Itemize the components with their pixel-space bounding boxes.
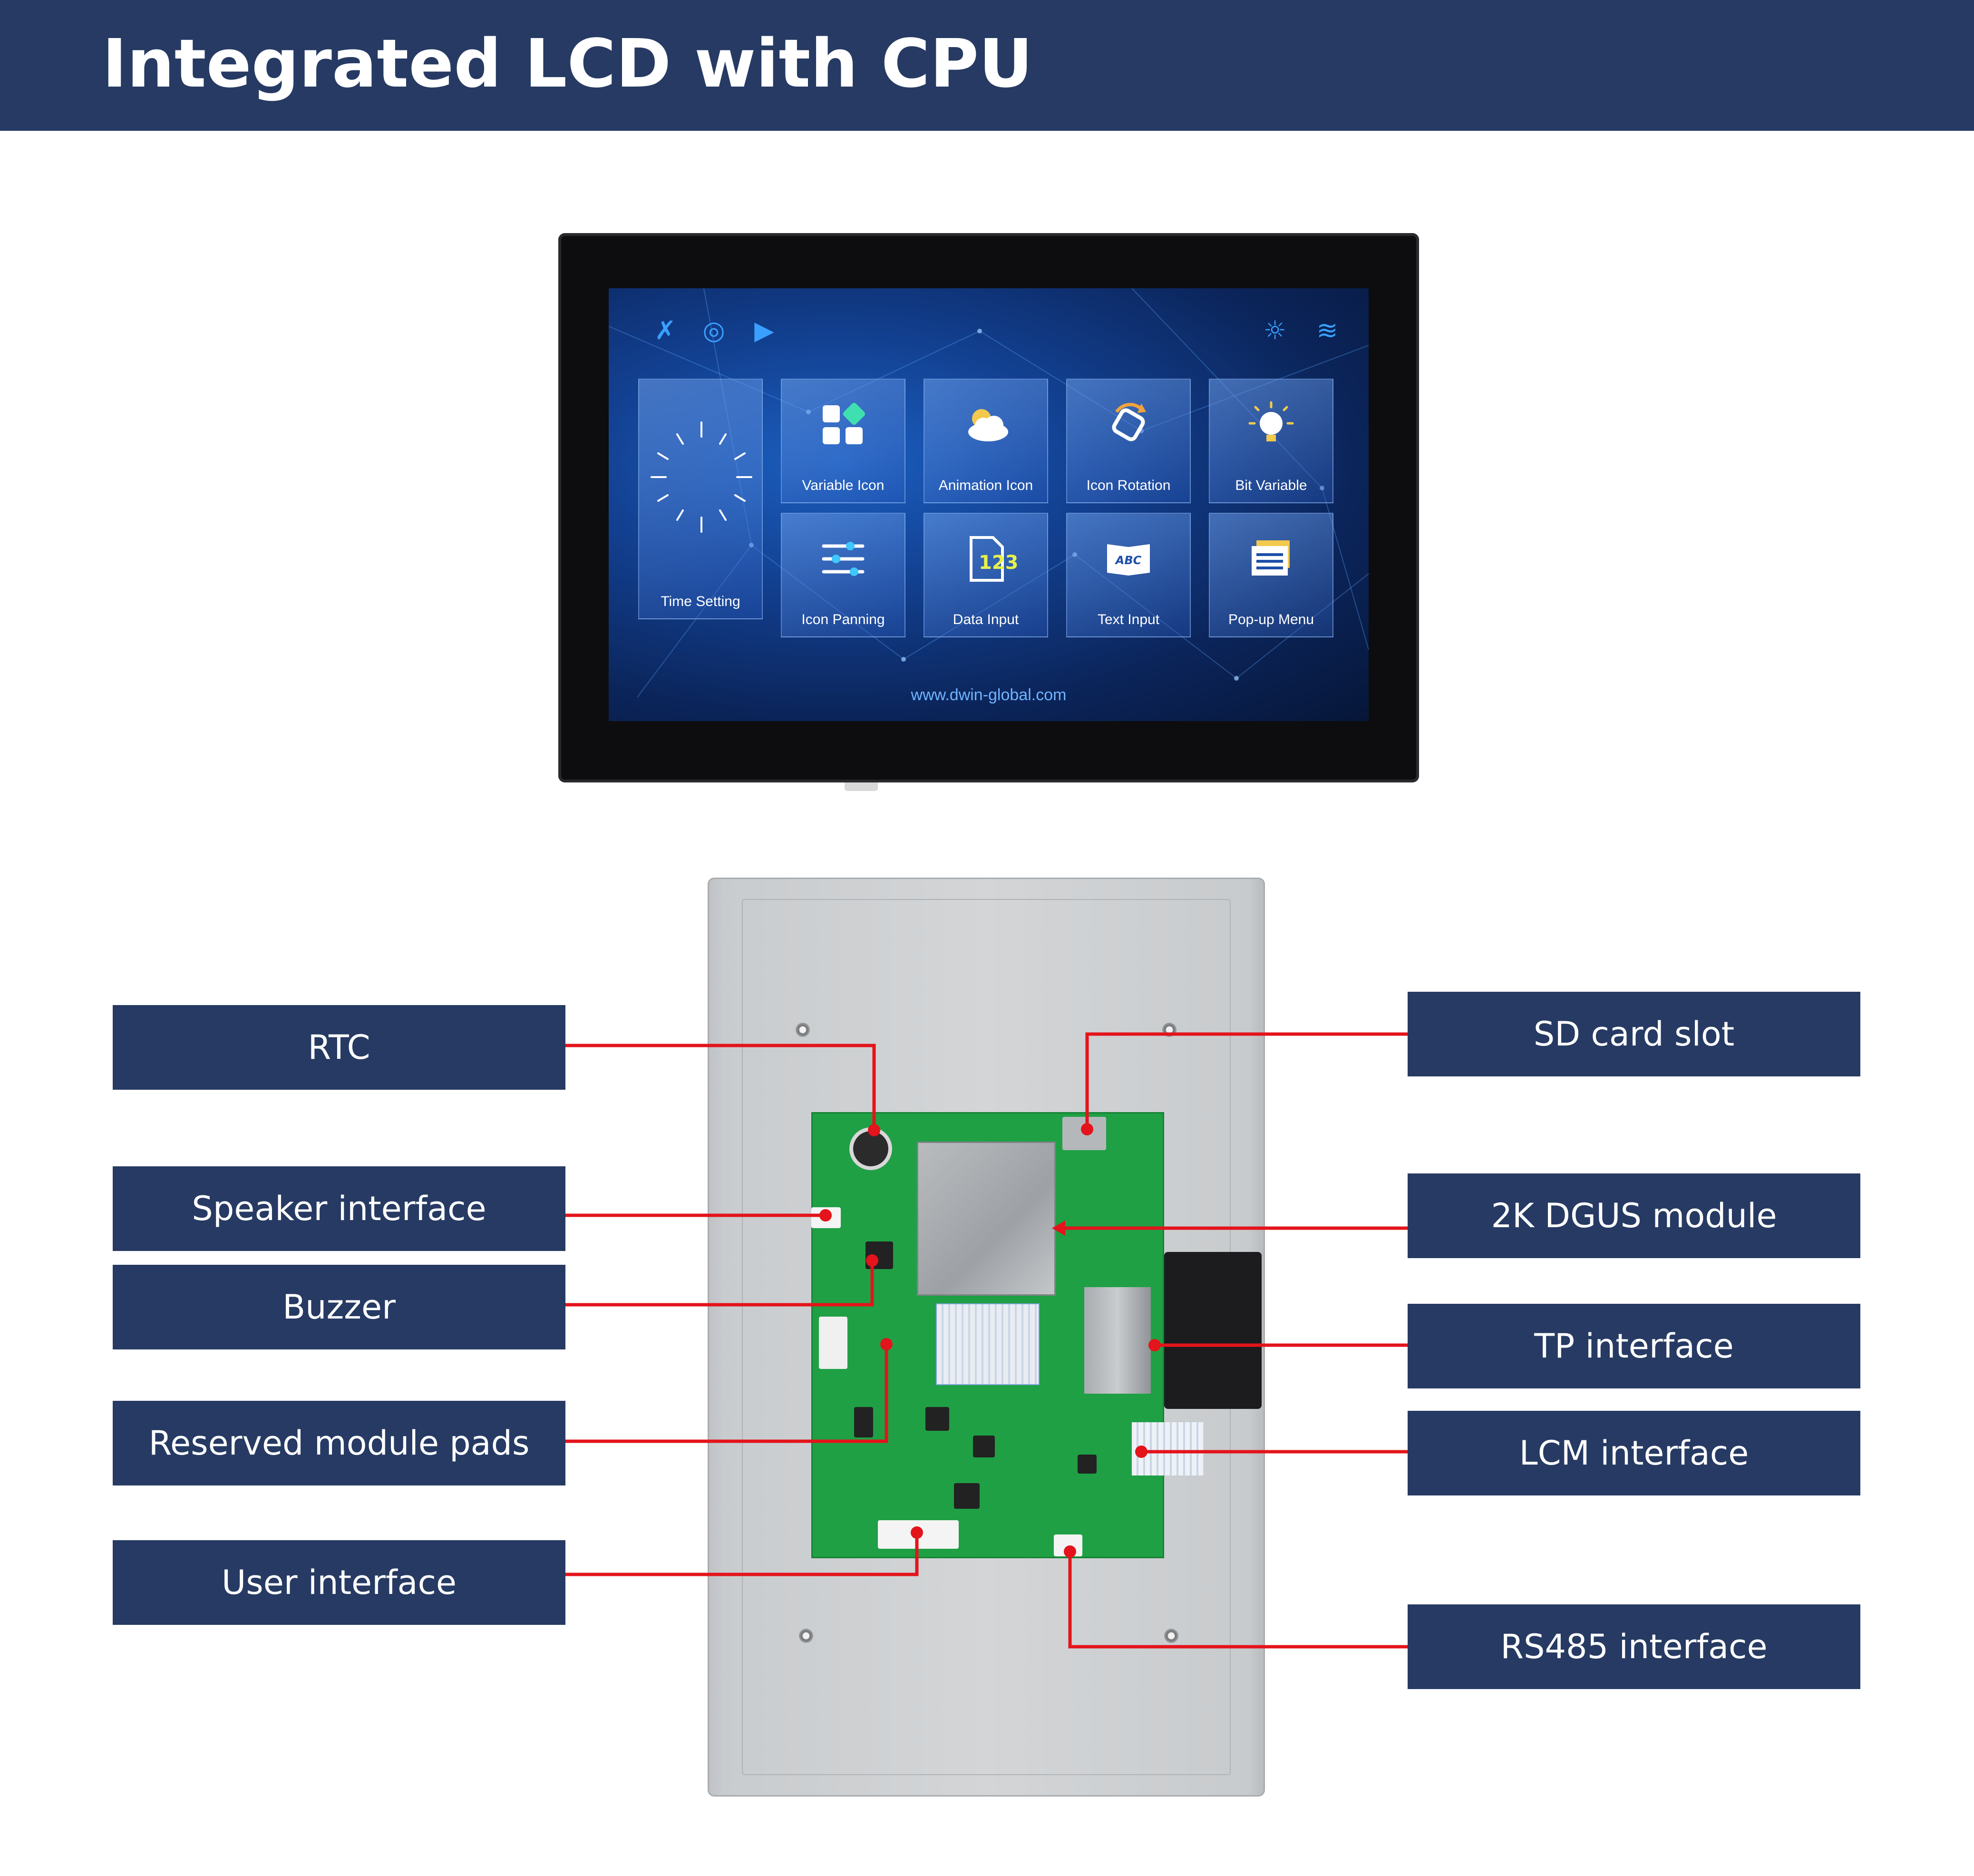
callout-reserved-module-pads: Reserved module pads bbox=[113, 1401, 565, 1485]
tile-label: Animation Icon bbox=[938, 478, 1033, 493]
number-glyph: 123 bbox=[979, 552, 1019, 574]
camera-icon[interactable]: ◎ bbox=[702, 315, 725, 345]
callout-tp-interface: TP interface bbox=[1408, 1304, 1860, 1388]
callout-buzzer: Buzzer bbox=[113, 1265, 565, 1349]
play-icon[interactable]: ▶ bbox=[754, 315, 774, 345]
tile-icon-rotation[interactable]: Icon Rotation bbox=[1066, 379, 1191, 503]
screen-url[interactable]: www.dwin-global.com bbox=[911, 686, 1067, 704]
chip bbox=[854, 1407, 873, 1437]
callout-2k-dgus-module: 2K DGUS module bbox=[1408, 1173, 1860, 1258]
tile-time-setting[interactable]: Time Setting bbox=[638, 379, 763, 619]
wifi-icon[interactable]: ≋ bbox=[1316, 315, 1338, 345]
tile-icon-panning[interactable]: Icon Panning bbox=[781, 513, 905, 637]
tile-data-input[interactable]: 123 Data Input bbox=[924, 513, 1048, 637]
tp-connector bbox=[1084, 1287, 1151, 1394]
tools-icon[interactable]: ✗ bbox=[654, 315, 676, 345]
tile-label: Icon Rotation bbox=[1086, 478, 1171, 493]
cloud-sun-icon bbox=[968, 409, 1008, 441]
tile-popup-menu[interactable]: Pop-up Menu bbox=[1209, 513, 1333, 637]
page-title: Integrated LCD with CPU bbox=[102, 25, 1033, 103]
tile-label: Icon Panning bbox=[801, 612, 885, 627]
tp-flex-cable bbox=[1164, 1252, 1262, 1409]
chip bbox=[954, 1483, 980, 1509]
book-abc-icon: ABC bbox=[1107, 544, 1150, 576]
tile-label: Data Input bbox=[953, 612, 1019, 627]
header-bar: Integrated LCD with CPU bbox=[0, 0, 1974, 131]
lcd-screen: ✗ ◎ ▶ ☼ ≋ bbox=[608, 288, 1369, 721]
screw-icon bbox=[799, 1629, 813, 1643]
tile-label: Text Input bbox=[1097, 612, 1160, 627]
reserved-pads bbox=[819, 1317, 847, 1369]
chip bbox=[1078, 1455, 1097, 1474]
chip bbox=[973, 1436, 995, 1457]
tile-animation-icon[interactable]: Animation Icon bbox=[924, 379, 1048, 503]
callout-rs485-interface: RS485 interface bbox=[1408, 1604, 1860, 1689]
tile-label: Pop-up Menu bbox=[1228, 612, 1314, 627]
screw-icon bbox=[796, 1023, 810, 1037]
callout-lcm-interface: LCM interface bbox=[1408, 1411, 1860, 1495]
sliders-icon bbox=[822, 542, 865, 576]
grid-icon bbox=[823, 403, 865, 444]
monitor-tab bbox=[845, 782, 878, 791]
callout-user-interface: User interface bbox=[113, 1540, 565, 1625]
callout-sd-card-slot: SD card slot bbox=[1408, 992, 1860, 1076]
abc-glyph: ABC bbox=[1115, 554, 1142, 567]
rotate-icon bbox=[1112, 403, 1146, 441]
tile-label: Time Setting bbox=[661, 594, 740, 609]
callout-rtc: RTC bbox=[113, 1005, 565, 1090]
tile-bit-variable[interactable]: Bit Variable bbox=[1209, 379, 1333, 503]
chip bbox=[925, 1407, 949, 1431]
dgus-module-shield bbox=[917, 1142, 1056, 1296]
menu-window-icon bbox=[1252, 540, 1290, 576]
clock-icon bbox=[651, 421, 752, 533]
screw-icon bbox=[1164, 1629, 1178, 1643]
lcd-ribbon-cable bbox=[936, 1303, 1040, 1385]
tile-label: Bit Variable bbox=[1235, 478, 1307, 493]
number-doc-icon: 123 bbox=[970, 536, 1019, 582]
brightness-icon[interactable]: ☼ bbox=[1263, 315, 1287, 345]
lightbulb-icon bbox=[1248, 401, 1294, 441]
callout-speaker-interface: Speaker interface bbox=[113, 1166, 565, 1251]
tile-variable-icon[interactable]: Variable Icon bbox=[781, 379, 905, 503]
tile-label: Variable Icon bbox=[802, 478, 885, 493]
tile-text-input[interactable]: ABC Text Input bbox=[1066, 513, 1191, 637]
